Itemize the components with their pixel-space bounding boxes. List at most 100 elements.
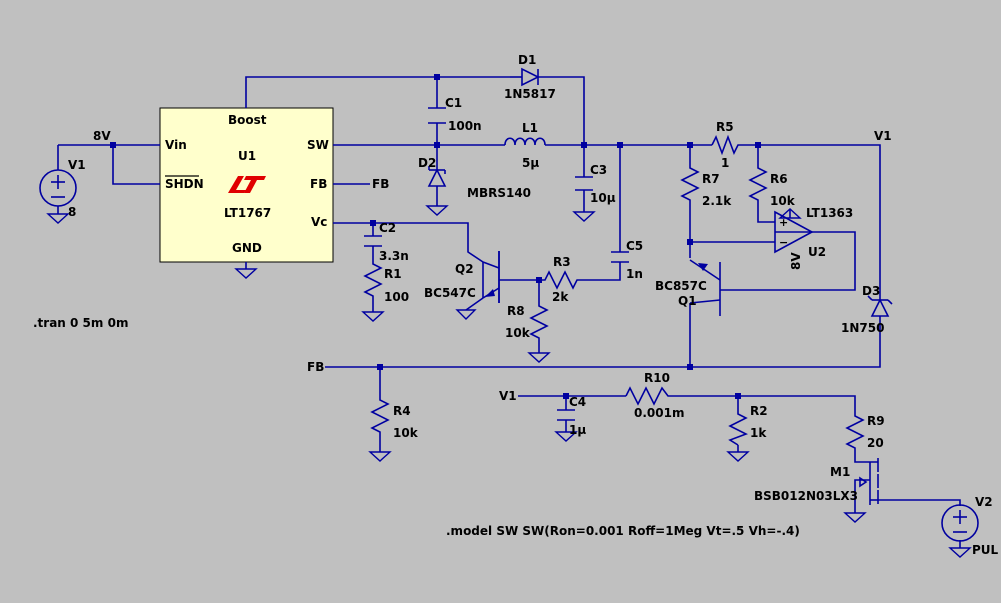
capacitor-c2[interactable] bbox=[364, 235, 382, 247]
lt-logo-icon bbox=[228, 176, 266, 193]
net-label-v1-top: V1 bbox=[874, 129, 892, 143]
tran-directive[interactable]: .tran 0 5m 0m bbox=[33, 316, 128, 330]
ic-pin-shdn: SHDN bbox=[165, 177, 204, 191]
r6-value: 10k bbox=[770, 194, 796, 208]
resistor-r2[interactable] bbox=[728, 408, 748, 446]
u2-supply: 8V bbox=[789, 252, 803, 270]
ic-pin-sw: SW bbox=[307, 138, 329, 152]
c5-value: 1n bbox=[626, 267, 643, 281]
r9-ref: R9 bbox=[867, 414, 885, 428]
q1-value: BC857C bbox=[655, 279, 707, 293]
capacitor-c3[interactable] bbox=[575, 176, 593, 191]
diode-d3[interactable] bbox=[867, 295, 893, 320]
r9-value: 20 bbox=[867, 436, 884, 450]
wires bbox=[57, 76, 961, 548]
m1-ref: M1 bbox=[830, 465, 850, 479]
r4-ref: R4 bbox=[393, 404, 411, 418]
u2-part: LT1363 bbox=[806, 206, 853, 220]
r1-ref: R1 bbox=[384, 267, 402, 281]
r8-ref: R8 bbox=[507, 304, 525, 318]
l1-ref: L1 bbox=[522, 121, 538, 135]
r4-value: 10k bbox=[393, 426, 419, 440]
ground-symbols bbox=[46, 205, 972, 558]
ic-pin-boost: Boost bbox=[228, 113, 267, 127]
resistor-r1[interactable] bbox=[363, 256, 383, 304]
ic-part: LT1767 bbox=[224, 206, 271, 220]
r1-value: 100 bbox=[384, 290, 409, 304]
resistor-r7[interactable] bbox=[680, 160, 700, 210]
inductor-l1[interactable] bbox=[504, 137, 546, 146]
c2-ref: C2 bbox=[379, 221, 396, 235]
c4-value: 1µ bbox=[569, 423, 586, 437]
svg-text:−: − bbox=[779, 236, 788, 249]
c1-value: 100n bbox=[448, 119, 482, 133]
d1-ref: D1 bbox=[518, 53, 536, 67]
c1-ref: C1 bbox=[445, 96, 462, 110]
capacitor-c1[interactable] bbox=[428, 107, 446, 124]
r8-value: 10k bbox=[505, 326, 531, 340]
d3-value: 1N750 bbox=[841, 321, 884, 335]
resistor-r10[interactable] bbox=[625, 386, 674, 406]
r3-value: 2k bbox=[552, 290, 569, 304]
ic-pin-gnd: GND bbox=[232, 241, 262, 255]
net-label-8v: 8V bbox=[93, 129, 111, 143]
d2-value: MBRS140 bbox=[467, 186, 531, 200]
mosfet-m1[interactable] bbox=[859, 458, 879, 505]
net-label-fb-right: FB bbox=[372, 177, 389, 191]
voltage-source-v2[interactable] bbox=[941, 504, 979, 542]
transistor-q1[interactable] bbox=[689, 259, 721, 316]
component-labels: 8V V1 8 FB FB V1 V1 C1 100n D1 1N5817 L1… bbox=[68, 53, 999, 557]
ic-pin-vin: Vin bbox=[165, 138, 187, 152]
voltage-source-v1[interactable] bbox=[39, 169, 77, 207]
c5-ref: C5 bbox=[626, 239, 643, 253]
r6-ref: R6 bbox=[770, 172, 788, 186]
ic-ref: U1 bbox=[238, 149, 256, 163]
d2-ref: D2 bbox=[418, 156, 436, 170]
ic-pin-fb: FB bbox=[310, 177, 327, 191]
c3-value: 10µ bbox=[590, 191, 616, 205]
c3-ref: C3 bbox=[590, 163, 607, 177]
c2-value: 3.3n bbox=[379, 249, 409, 263]
ic-pin-vc: Vc bbox=[311, 215, 327, 229]
net-label-fb-left: FB bbox=[307, 360, 324, 374]
r5-ref: R5 bbox=[716, 120, 734, 134]
svg-text:+: + bbox=[779, 216, 788, 229]
m1-value: BSB012N03LX3 bbox=[754, 489, 858, 503]
r10-ref: R10 bbox=[644, 371, 670, 385]
l1-value: 5µ bbox=[522, 156, 539, 170]
model-directive[interactable]: .model SW SW(Ron=0.001 Roff=1Meg Vt=.5 V… bbox=[446, 524, 800, 538]
diode-d1[interactable] bbox=[510, 67, 540, 87]
u2-ref: U2 bbox=[808, 245, 826, 259]
q2-ref: Q2 bbox=[455, 262, 474, 276]
lt1767-ic-body[interactable] bbox=[159, 107, 334, 263]
d3-ref: D3 bbox=[862, 284, 880, 298]
v2-ref: V2 bbox=[975, 495, 993, 509]
d1-value: 1N5817 bbox=[504, 87, 556, 101]
capacitor-c4[interactable] bbox=[557, 409, 575, 421]
v2-value: PUL bbox=[972, 543, 999, 557]
resistor-r4[interactable] bbox=[370, 392, 390, 440]
diode-d2[interactable] bbox=[427, 166, 447, 196]
resistor-r5[interactable] bbox=[711, 134, 742, 156]
resistor-r8[interactable] bbox=[529, 298, 549, 346]
r2-value: 1k bbox=[750, 426, 767, 440]
q2-value: BC547C bbox=[424, 286, 476, 300]
resistor-r6[interactable] bbox=[748, 160, 768, 210]
c4-ref: C4 bbox=[569, 395, 586, 409]
opamp-u2[interactable]: + − bbox=[774, 210, 814, 254]
r5-value: 1 bbox=[721, 156, 729, 170]
resistor-r9[interactable] bbox=[845, 410, 865, 452]
source-v1-value: 8 bbox=[68, 205, 76, 219]
source-v1-ref: V1 bbox=[68, 158, 86, 172]
capacitor-c5[interactable] bbox=[611, 251, 629, 263]
net-label-v1-bottom: V1 bbox=[499, 389, 517, 403]
transistor-q2[interactable] bbox=[482, 251, 500, 303]
resistor-r3[interactable] bbox=[539, 270, 583, 290]
r3-ref: R3 bbox=[553, 255, 571, 269]
r2-ref: R2 bbox=[750, 404, 768, 418]
q1-ref: Q1 bbox=[678, 294, 697, 308]
r7-ref: R7 bbox=[702, 172, 720, 186]
r7-value: 2.1k bbox=[702, 194, 732, 208]
r10-value: 0.001m bbox=[634, 406, 684, 420]
